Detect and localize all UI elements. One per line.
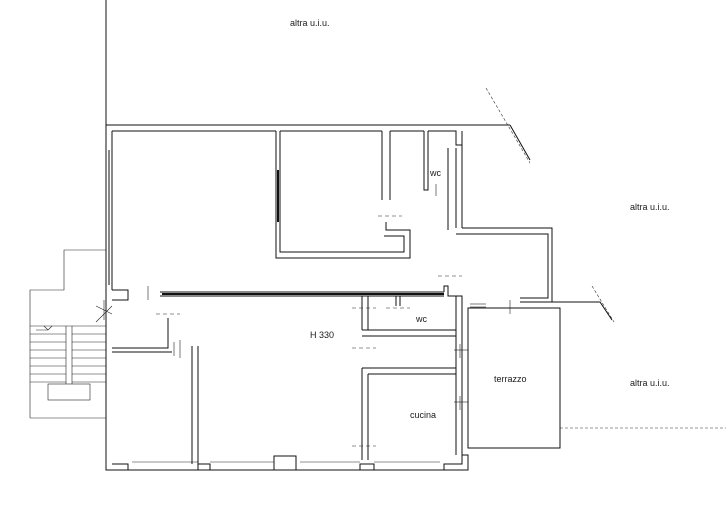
outer-walls	[105, 125, 613, 471]
label-altra-right-upper: altra u.i.u.	[630, 202, 670, 212]
label-ceiling-height: H 330	[310, 330, 334, 340]
label-terrazzo: terrazzo	[494, 374, 527, 384]
stair-steps	[30, 326, 106, 384]
stair-arrow-icon	[36, 325, 53, 331]
door-markers	[147, 215, 462, 447]
label-cucina: cucina	[410, 410, 436, 420]
label-altra-right-lower: altra u.i.u.	[630, 378, 670, 388]
property-boundaries	[105, 0, 726, 429]
label-wc-lower: wc	[415, 314, 427, 324]
label-altra-top: altra u.i.u.	[290, 18, 330, 28]
entrance-arrow-icon	[95, 300, 113, 323]
interior-walls	[112, 131, 511, 464]
label-wc-upper: wc	[429, 168, 441, 178]
room-labels: altra u.i.u. altra u.i.u. altra u.i.u. w…	[290, 18, 670, 420]
staircase	[29, 249, 113, 419]
